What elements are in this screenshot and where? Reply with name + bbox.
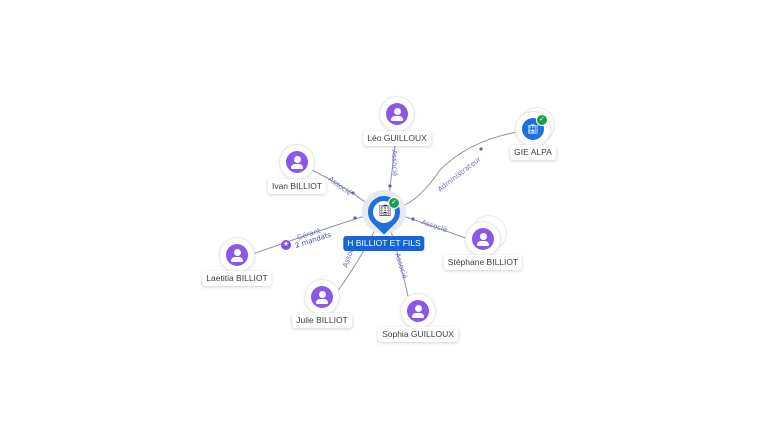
person-icon	[386, 103, 408, 125]
node-julie[interactable]	[305, 280, 339, 314]
node-laetitia[interactable]	[220, 238, 254, 272]
node-label-laetitia[interactable]: Laetitia BILLIOT	[202, 271, 272, 286]
edge-label-sophia: Associé	[393, 252, 409, 280]
person-icon	[407, 300, 429, 322]
person-icon	[311, 286, 333, 308]
edge-label-stephane: Associé	[420, 218, 448, 234]
node-label-stephane[interactable]: Stéphane BILLIOT	[443, 255, 523, 270]
check-icon: ✓	[536, 114, 548, 126]
edge-arrow-leo	[388, 184, 392, 188]
edge-ivan	[311, 169, 369, 205]
center-node-label[interactable]: H BILLIOT ET FILS	[343, 236, 425, 251]
edge-label-leo: Associé	[390, 150, 399, 177]
node-label-gie[interactable]: GIE ALPA	[510, 145, 556, 160]
person-icon	[472, 228, 494, 250]
edge-julie	[336, 227, 377, 293]
edge-sophia	[389, 227, 409, 297]
node-ivan[interactable]	[280, 145, 314, 179]
node-stephane[interactable]	[466, 222, 500, 256]
check-icon: ✓	[388, 197, 400, 209]
node-leo[interactable]	[380, 97, 414, 131]
node-label-sophia[interactable]: Sophia GUILLOUX	[378, 327, 458, 342]
edge-arrow-laetitia	[353, 216, 357, 220]
edge-gie	[399, 131, 519, 208]
edge-arrow-ivan	[351, 191, 355, 195]
edge-label-gie: Administrateur	[436, 155, 482, 194]
edge-arrow-gie	[479, 147, 483, 151]
edge-stephane	[399, 214, 469, 240]
edge-arrow-stephane	[411, 217, 415, 221]
person-icon	[286, 151, 308, 173]
node-label-julie[interactable]: Julie BILLIOT	[292, 313, 352, 328]
node-label-leo[interactable]: Léo GUILLOUX	[363, 131, 431, 146]
node-label-ivan[interactable]: Ivan BILLIOT	[267, 179, 327, 194]
edge-laetitia	[252, 214, 369, 255]
node-sophia[interactable]	[401, 294, 435, 328]
edge-label-ivan: Associé	[327, 175, 353, 197]
person-icon	[226, 244, 248, 266]
building-icon: 🏢︎	[378, 205, 392, 217]
mandate-star-icon[interactable]: ★	[281, 240, 291, 250]
